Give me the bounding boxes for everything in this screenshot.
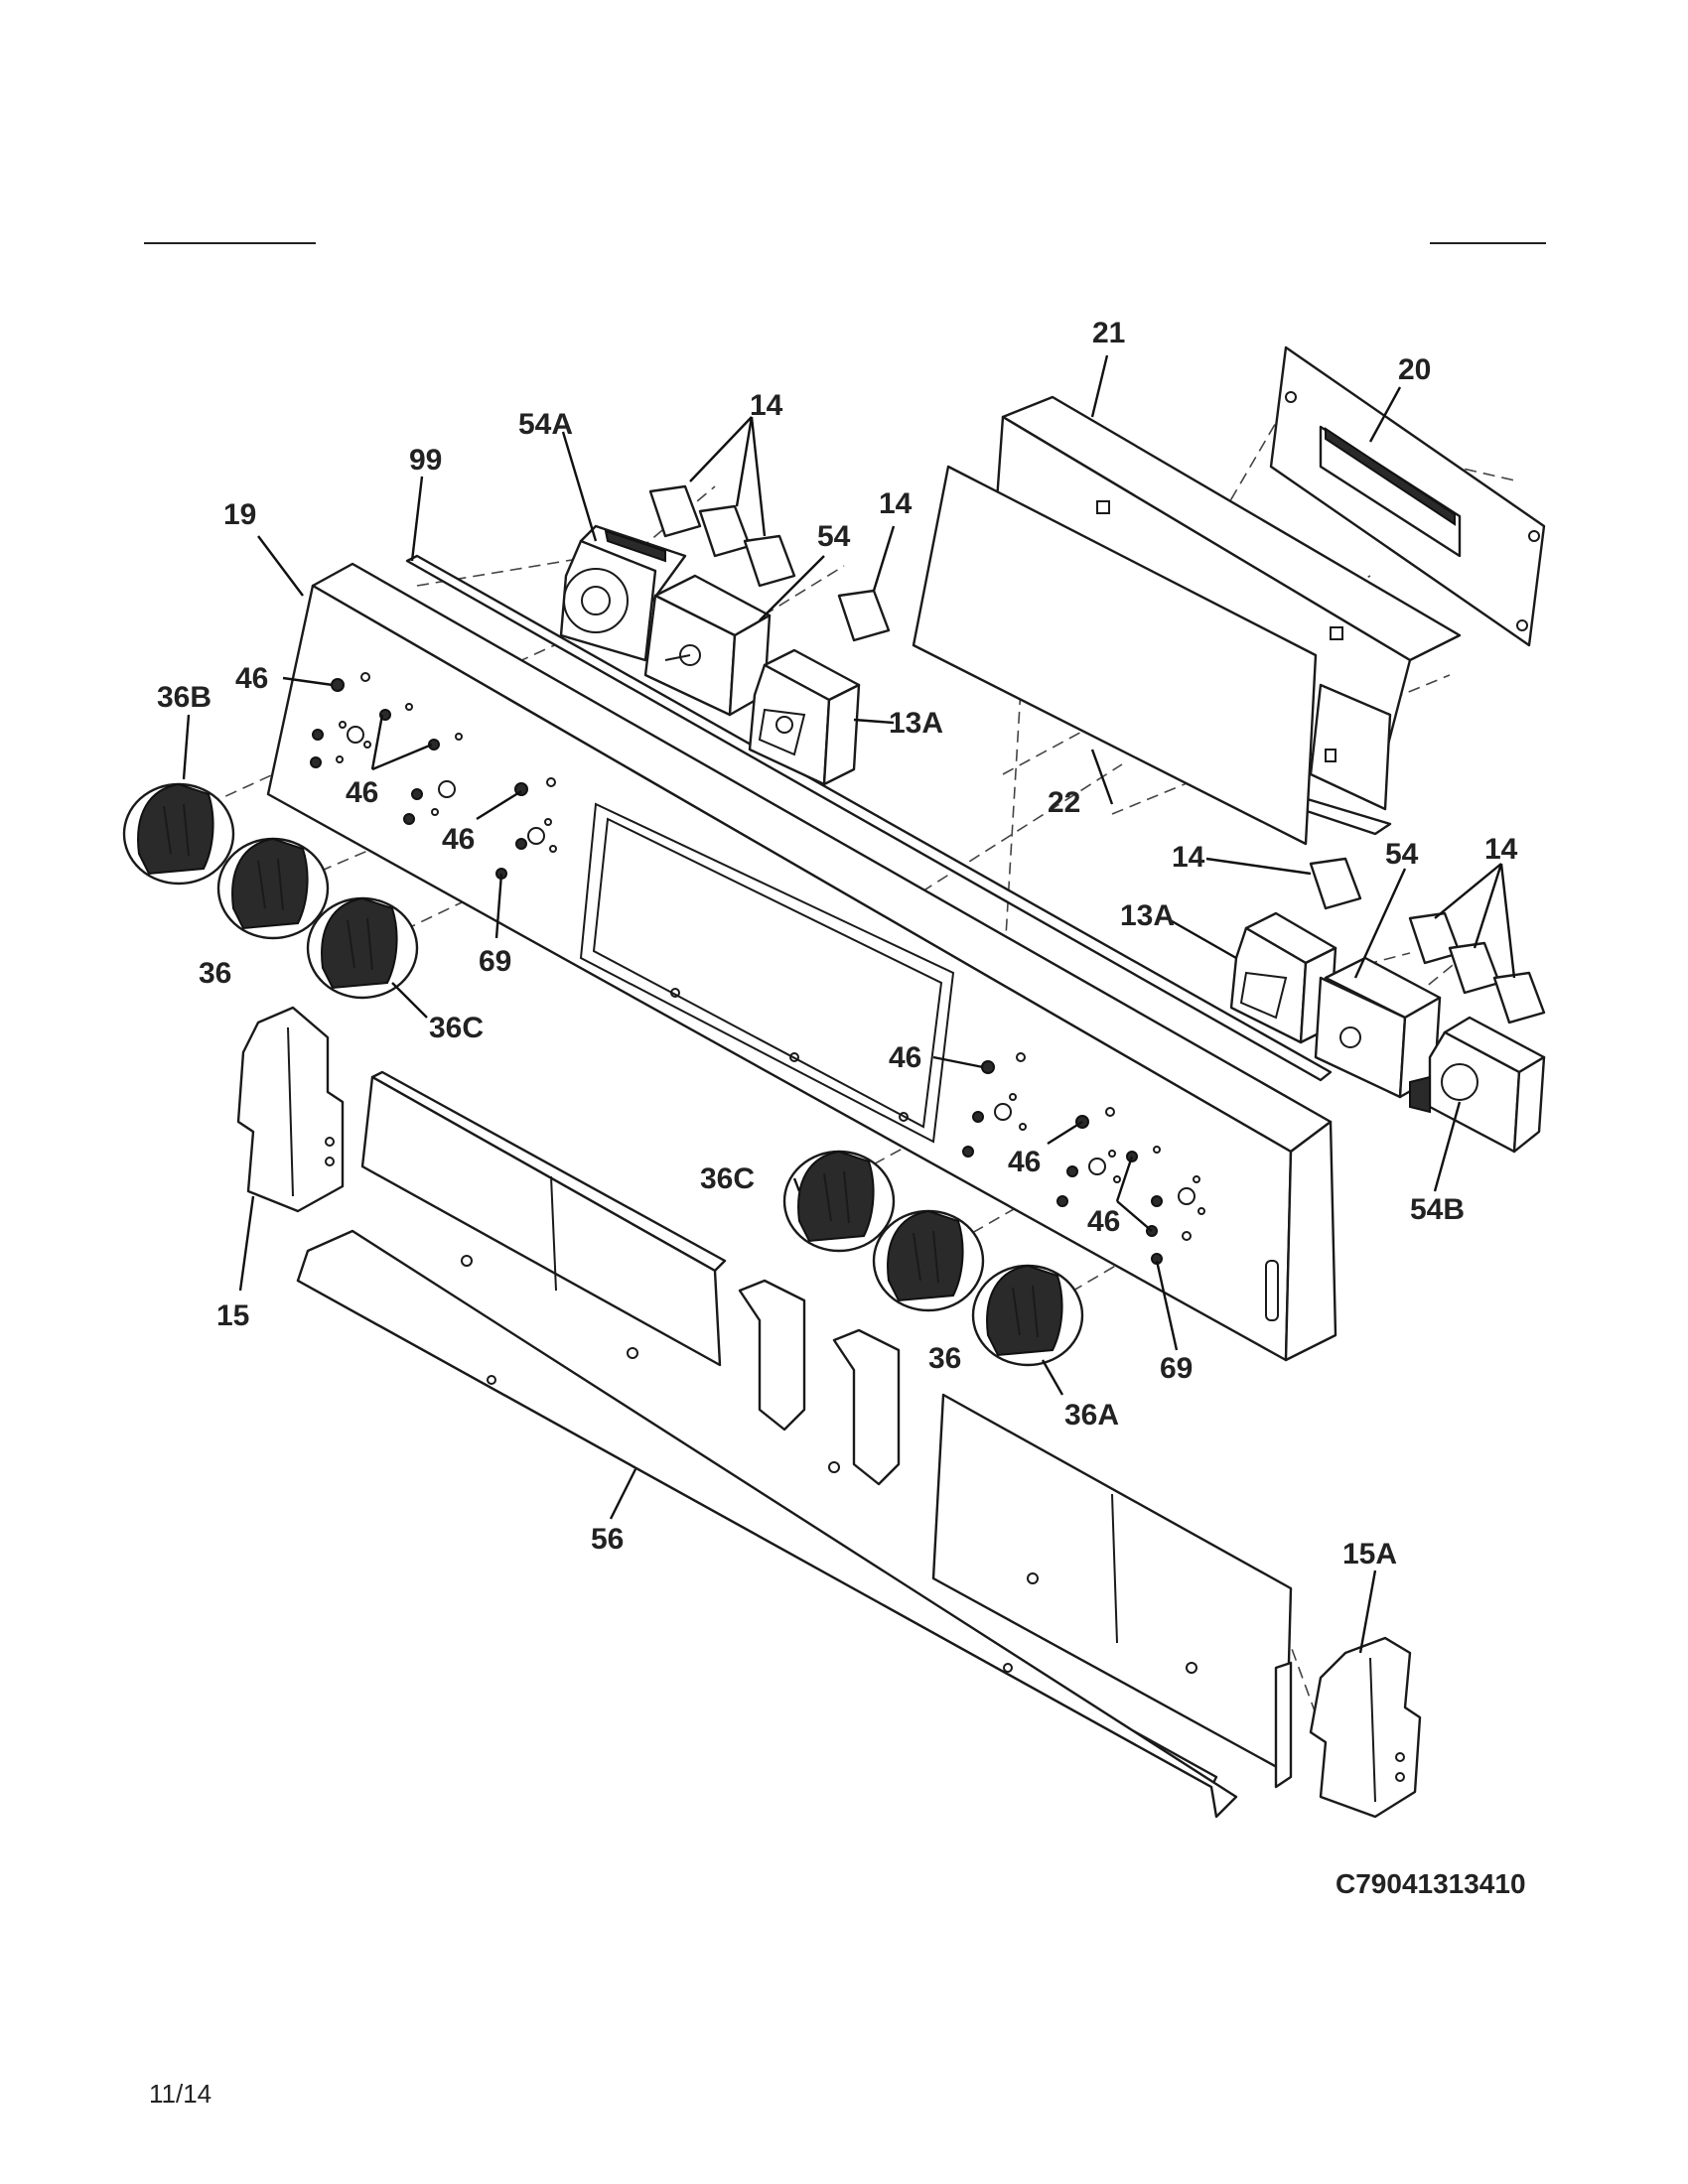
- callout-46-b: 46: [346, 776, 378, 809]
- callout-69-left: 69: [479, 945, 511, 978]
- back-guard-part-56: [296, 1070, 1293, 1819]
- callout-54-top: 54: [817, 520, 851, 553]
- overlay-panel-part-22: [912, 465, 1318, 846]
- callout-56: 56: [591, 1523, 624, 1556]
- timer-part-54B: [1409, 1016, 1546, 1154]
- knob-36C-right: [782, 1150, 896, 1253]
- callout-15: 15: [216, 1299, 249, 1332]
- callout-54B: 54B: [1410, 1193, 1465, 1226]
- callout-14-mid: 14: [879, 487, 913, 520]
- callout-20: 20: [1398, 353, 1431, 386]
- control-board-part-20: [1269, 345, 1546, 647]
- callout-69-right: 69: [1160, 1352, 1193, 1385]
- infinite-switch-part-54-right: [1314, 956, 1442, 1099]
- callout-labels: 21 20 14 54A 99 19 14 54 46 36B 13A 46 4…: [157, 317, 1518, 1570]
- callout-54A: 54A: [518, 408, 573, 441]
- callout-36-right: 36: [928, 1342, 961, 1375]
- leader-lines: [182, 354, 1516, 1654]
- callout-36-left: 36: [199, 957, 231, 990]
- date-code: 11/14: [149, 2079, 211, 2109]
- terminal-blocks-top: [648, 484, 891, 642]
- terminal-blocks-right: [1309, 857, 1546, 1024]
- callout-13A-right: 13A: [1120, 899, 1175, 932]
- trim-strip-part-99: [405, 554, 1333, 1082]
- control-console-part-19: [266, 562, 1337, 1362]
- knob-36-right: [872, 1209, 985, 1312]
- callout-14-top: 14: [750, 389, 783, 422]
- callout-99: 99: [409, 444, 442, 477]
- callout-13A-top: 13A: [889, 707, 943, 740]
- knob-36C-left: [306, 896, 419, 1000]
- callout-36C-right: 36C: [700, 1162, 755, 1195]
- callout-22: 22: [1048, 786, 1080, 819]
- callout-46-f: 46: [1087, 1205, 1120, 1238]
- callout-36A: 36A: [1064, 1399, 1119, 1432]
- end-bracket-part-15: [236, 1006, 345, 1213]
- end-bracket-part-15A: [1309, 1636, 1422, 1819]
- callout-46-a: 46: [235, 662, 268, 695]
- callout-36C-left: 36C: [429, 1012, 484, 1044]
- knob-36A: [971, 1264, 1084, 1367]
- drawing-reference: C79041313410: [1336, 1868, 1526, 1899]
- callout-14-right: 14: [1172, 841, 1205, 874]
- callout-36B: 36B: [157, 681, 211, 714]
- callout-19: 19: [223, 498, 256, 531]
- callout-15A: 15A: [1342, 1538, 1397, 1570]
- callout-54-right: 54: [1385, 838, 1419, 871]
- callout-46-d: 46: [889, 1041, 921, 1074]
- knob-36: [216, 837, 330, 940]
- callout-21: 21: [1092, 317, 1125, 349]
- infinite-switch-part-54-top: [643, 574, 772, 717]
- switch-part-13A-top: [748, 648, 861, 786]
- callout-46-e: 46: [1008, 1146, 1041, 1178]
- callout-14-right-group: 14: [1484, 833, 1518, 866]
- timer-part-54A: [559, 524, 687, 662]
- callout-46-c: 46: [442, 823, 475, 856]
- knob-36B: [122, 782, 235, 886]
